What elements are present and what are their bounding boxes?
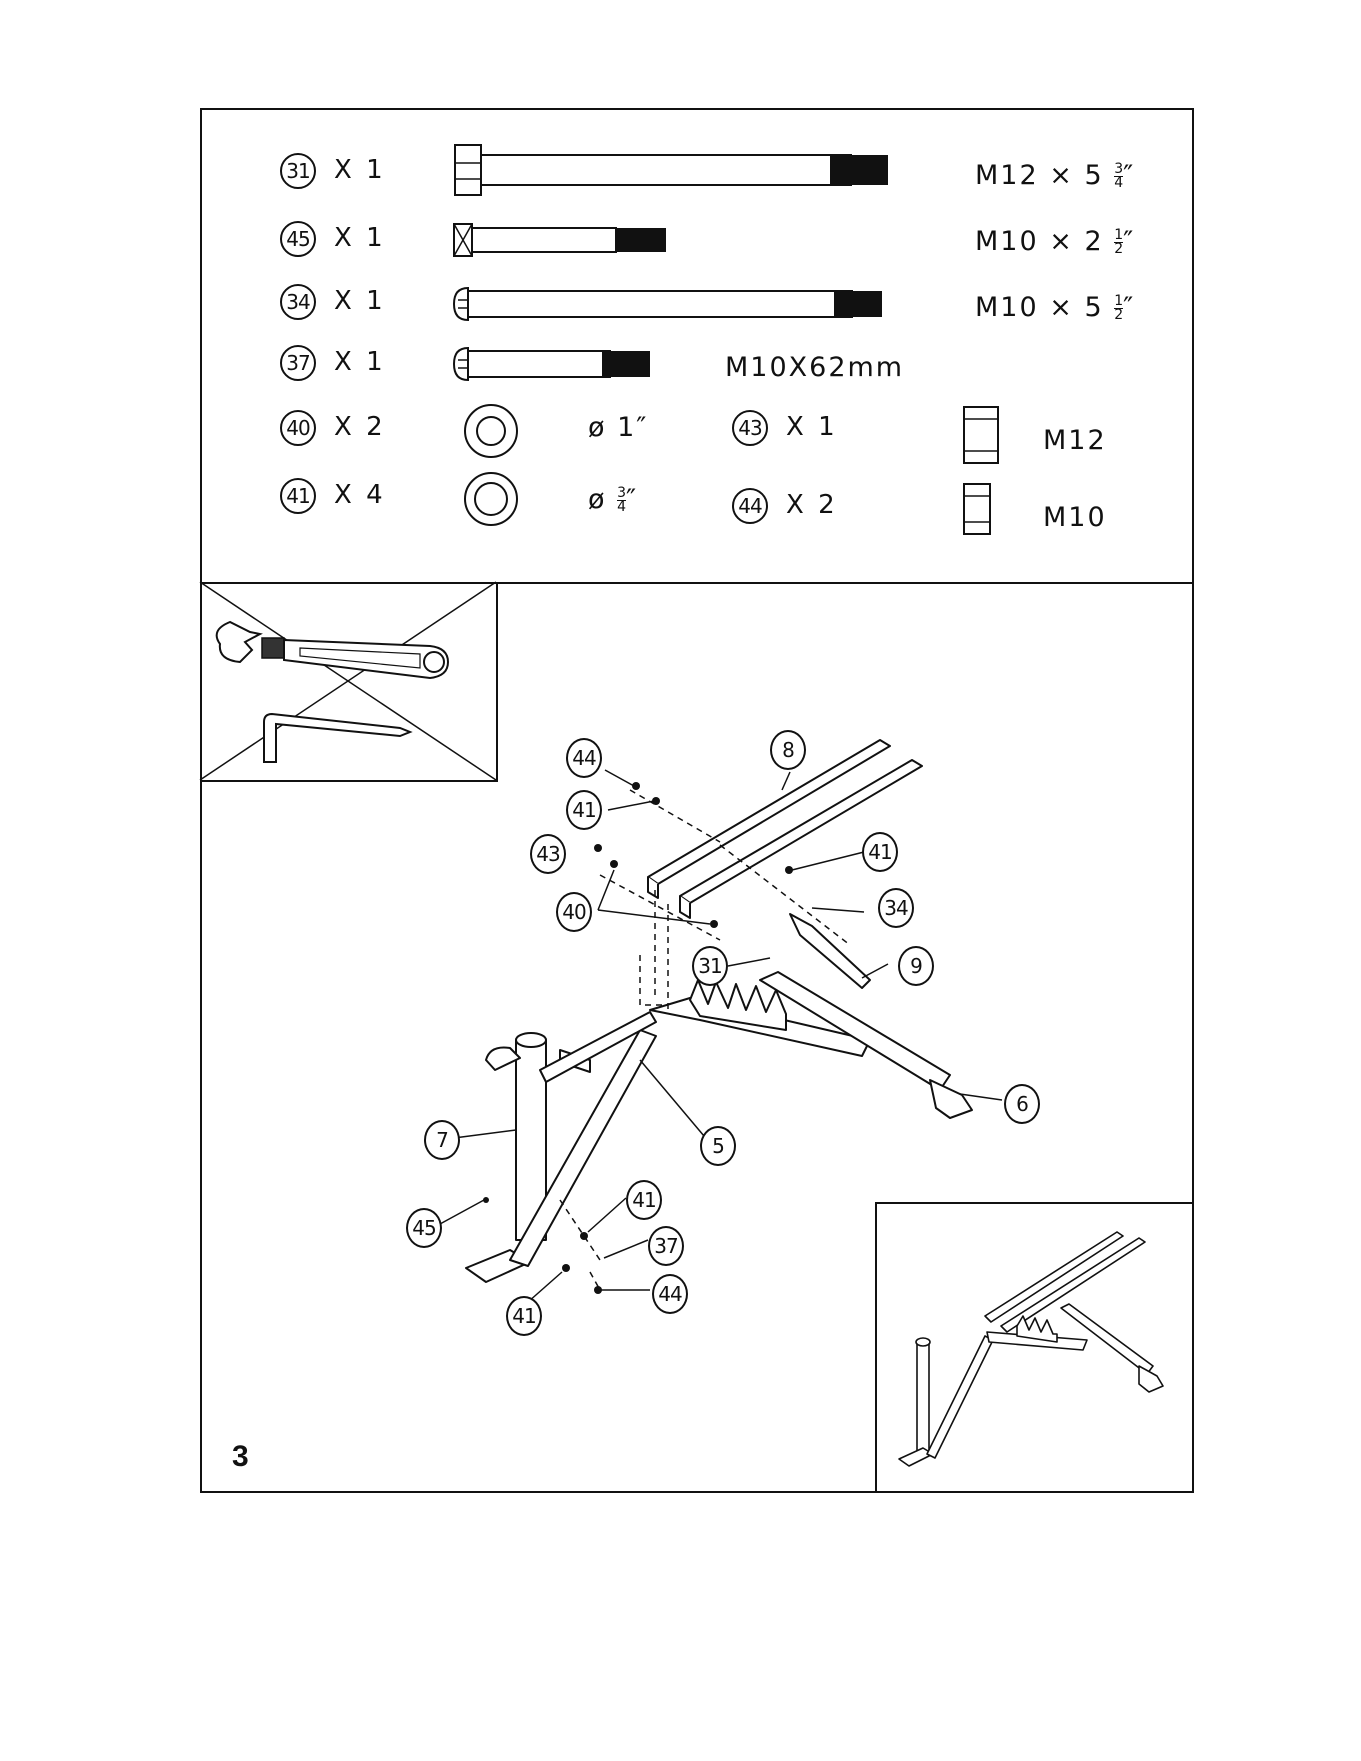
diagram-callout: 43: [530, 834, 566, 874]
diagram-callout: 41: [506, 1296, 542, 1336]
diagram-callout: 6: [1004, 1084, 1040, 1124]
diagram-callout: 44: [652, 1274, 688, 1314]
diagram-callout: 41: [566, 790, 602, 830]
diagram-callout: 5: [700, 1126, 736, 1166]
diagram-callout: 7: [424, 1120, 460, 1160]
assembled-view-inset: [875, 1202, 1194, 1493]
assembled-bench-icon: [877, 1204, 1194, 1493]
diagram-callout: 40: [556, 892, 592, 932]
diagram-callout: 44: [566, 738, 602, 778]
page-number: 3: [232, 1440, 249, 1474]
diagram-callout: 8: [770, 730, 806, 770]
diagram-callout: 41: [862, 832, 898, 872]
diagram-callout: 34: [878, 888, 914, 928]
diagram-callout: 37: [648, 1226, 684, 1266]
diagram-callout: 31: [692, 946, 728, 986]
diagram-callout: 45: [406, 1208, 442, 1248]
diagram-callout: 9: [898, 946, 934, 986]
diagram-callout: 41: [626, 1180, 662, 1220]
